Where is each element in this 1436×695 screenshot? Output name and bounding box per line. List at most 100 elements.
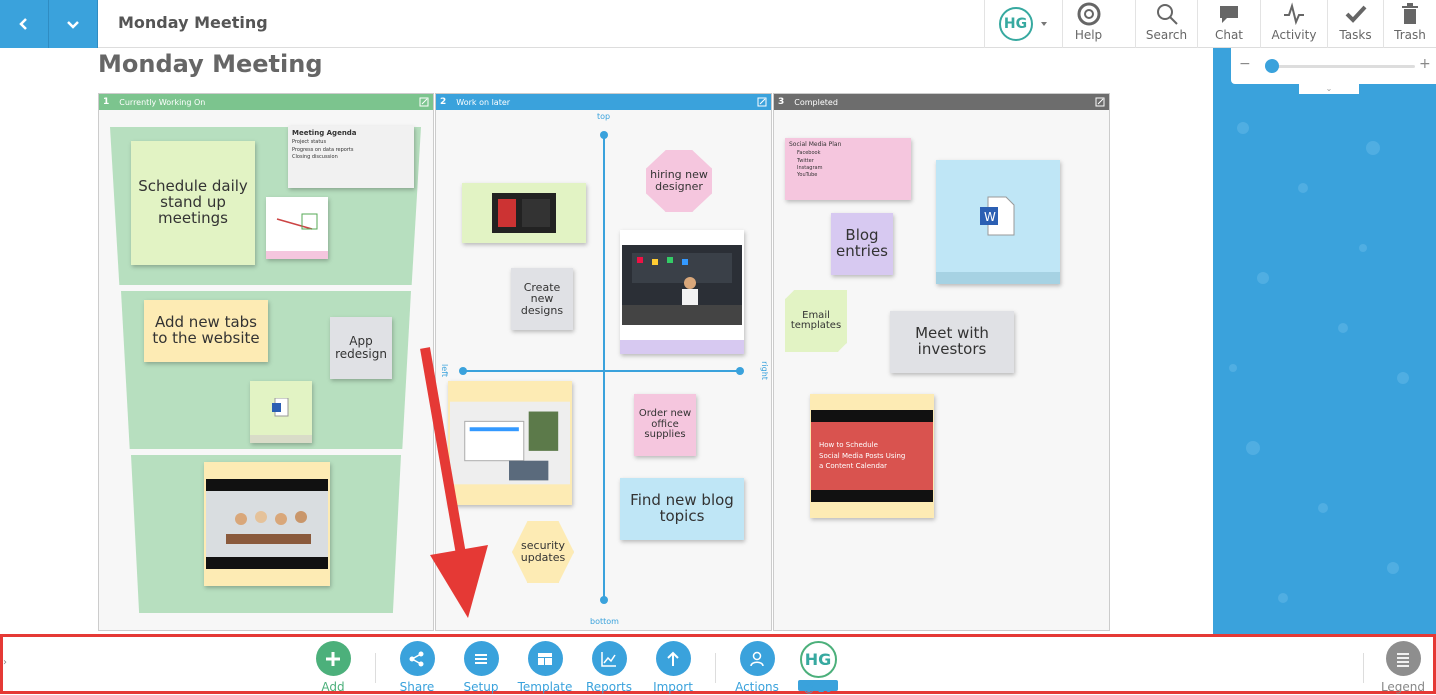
template-button[interactable]: Template — [515, 641, 575, 694]
setup-label: Setup — [463, 680, 499, 694]
list-icon — [1385, 641, 1421, 676]
nav-buttons — [0, 0, 98, 48]
zoom-slider-handle[interactable] — [1265, 59, 1279, 73]
share-icon — [399, 641, 435, 676]
reports-button[interactable]: Reports — [579, 641, 639, 694]
axis-label-top: top — [597, 112, 611, 121]
share-label: Share — [399, 680, 435, 694]
note-laptop-photo[interactable] — [448, 381, 572, 505]
user-menu[interactable]: HG — [984, 0, 1062, 48]
red-arrow-annotation — [420, 347, 488, 618]
chat-button[interactable]: Chat — [1197, 0, 1260, 48]
upload-icon — [655, 641, 691, 676]
pattern-background — [1229, 122, 1409, 603]
bottom-toolbar: › Add Share Setup Template Reports Impor… — [0, 634, 1436, 695]
note-text: hiring new designer — [650, 168, 708, 193]
zoom-expand-tab[interactable]: ⌄ — [1299, 84, 1359, 94]
note-schedule[interactable]: Schedule daily stand up meetings — [131, 141, 255, 265]
axis-handle-right[interactable] — [736, 367, 744, 375]
chart-icon — [591, 641, 627, 676]
dropdown-button[interactable] — [49, 0, 98, 48]
menu-icon — [463, 641, 499, 676]
note-text: Email templates — [790, 309, 842, 331]
axis-handle-bottom[interactable] — [600, 596, 608, 604]
note-word-file[interactable]: W — [936, 160, 1060, 284]
lane-number: 1 — [103, 97, 110, 107]
laptop-photo — [450, 401, 570, 485]
note-meeting-agenda[interactable]: Meeting Agenda Project status Progress o… — [288, 126, 414, 188]
lane-header: 3 Completed — [774, 94, 1109, 110]
axis-handle-left[interactable] — [459, 367, 467, 375]
note-email-templates[interactable]: Email templates — [785, 290, 847, 352]
divider — [375, 653, 376, 683]
search-button[interactable]: Search — [1135, 0, 1197, 48]
lane-header: 1 Currently Working On — [99, 94, 433, 110]
note-word-doc[interactable] — [250, 381, 312, 443]
import-label: Import — [653, 680, 693, 694]
lane-header: 2 Work on later — [436, 94, 771, 110]
share-button[interactable]: Share — [387, 641, 447, 694]
note-office-photo[interactable] — [620, 230, 744, 354]
note-social-media-plan[interactable]: Social Media Plan Facebook Twitter Insta… — [785, 138, 911, 200]
note-add-tabs[interactable]: Add new tabs to the website — [144, 300, 268, 362]
axis-handle-top[interactable] — [600, 131, 608, 139]
note-order-supplies[interactable]: Order new office supplies — [634, 394, 696, 456]
legend-label: Legend — [1380, 680, 1426, 694]
meeting-illustration — [206, 479, 328, 569]
back-button[interactable] — [0, 0, 49, 48]
social-item: Facebook — [797, 150, 821, 157]
legend-button[interactable]: Legend — [1373, 641, 1433, 694]
zoom-in-button[interactable]: + — [1419, 56, 1431, 72]
horizontal-axis — [463, 370, 740, 372]
toggle-icon: ◉ — [803, 680, 815, 695]
zoom-out-button[interactable]: − — [1239, 56, 1251, 72]
axis-label-right: right — [759, 361, 769, 380]
check-icon — [1345, 5, 1366, 23]
tasks-label: Tasks — [1339, 28, 1372, 42]
note-blog-entries[interactable]: Blog entries — [831, 213, 893, 275]
diagram-thumbnail — [276, 213, 318, 230]
expand-arrow-icon[interactable]: › — [3, 657, 7, 668]
tasks-button[interactable]: Tasks — [1327, 0, 1383, 48]
import-button[interactable]: Import — [643, 641, 703, 694]
note-text: Find new blog topics — [630, 491, 734, 525]
video-title-line: How to Schedule — [819, 441, 878, 450]
trash-button[interactable]: Trash — [1383, 0, 1436, 48]
person-icon — [739, 641, 775, 676]
chevron-down-icon — [67, 21, 79, 29]
zoom-control: − + ⌄ — [1231, 48, 1436, 94]
add-button[interactable]: Add — [303, 641, 363, 694]
note-create-designs[interactable]: Create new designs — [511, 268, 573, 330]
actions-button[interactable]: Actions — [727, 641, 787, 694]
note-meeting-image[interactable] — [204, 462, 330, 586]
word-document-icon: W — [980, 196, 1015, 236]
edit-icon[interactable] — [419, 97, 429, 107]
note-meet-investors[interactable]: Meet with investors — [890, 311, 1014, 373]
side-panel — [1213, 48, 1436, 634]
edit-icon[interactable] — [1095, 97, 1105, 107]
users-online-button[interactable]: HG ◉ 10 — [788, 641, 848, 695]
note-hiring[interactable]: hiring new designer — [646, 150, 712, 212]
activity-button[interactable]: Activity — [1260, 0, 1327, 48]
template-icon — [527, 641, 563, 676]
agenda-item: Closing discussion — [292, 153, 338, 160]
reports-label: Reports — [585, 680, 633, 694]
note-find-blog[interactable]: Find new blog topics — [620, 478, 744, 540]
note-app-redesign[interactable]: App redesign — [330, 317, 392, 379]
lane-title: Work on later — [456, 97, 511, 107]
template-label: Template — [517, 680, 573, 694]
trash-icon — [1402, 3, 1418, 24]
note-social-video[interactable]: How to Schedule Social Media Posts Using… — [810, 394, 934, 518]
note-text: Order new office supplies — [638, 408, 692, 441]
video-title-card: How to Schedule Social Media Posts Using… — [811, 422, 933, 490]
note-image-diagram[interactable] — [266, 197, 328, 259]
setup-button[interactable]: Setup — [451, 641, 511, 694]
activity-icon — [1284, 2, 1304, 26]
edit-icon[interactable] — [757, 97, 767, 107]
help-button[interactable]: Help — [1062, 0, 1114, 48]
zoom-slider[interactable] — [1265, 65, 1415, 68]
note-image-phone[interactable] — [462, 183, 586, 243]
axis-label-bottom: bottom — [590, 617, 619, 626]
agenda-item: Project status — [292, 139, 327, 146]
note-text: App redesign — [335, 334, 387, 361]
